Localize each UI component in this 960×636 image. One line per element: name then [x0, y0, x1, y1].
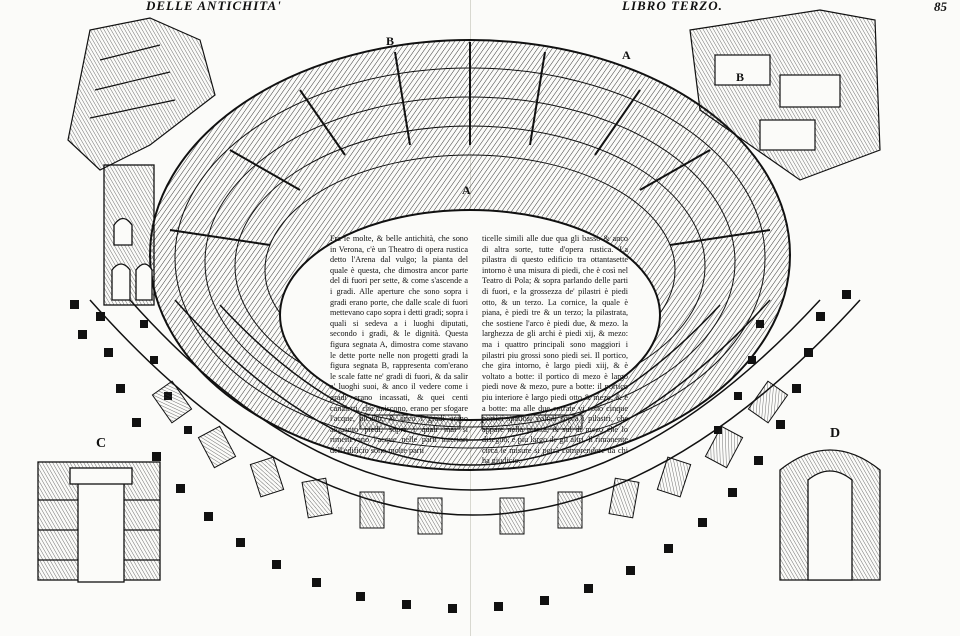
- arcade-elevation: [103, 164, 155, 306]
- arena-floor: [279, 209, 661, 421]
- label-d: D: [830, 426, 841, 441]
- ground-plan: [89, 299, 861, 516]
- pier-squares: [70, 290, 851, 613]
- page-number: 85: [934, 0, 947, 14]
- label-a-top: A: [622, 48, 631, 62]
- stair-detail-right: [689, 9, 881, 181]
- label-c: C: [96, 436, 107, 451]
- label-a-center: A: [462, 183, 471, 197]
- plan-chambers: [151, 380, 789, 535]
- body-text-left: Fra le molte, & belle antichità, che son…: [330, 234, 468, 456]
- label-b-top: B: [386, 34, 395, 48]
- stair-detail-left: [67, 17, 216, 171]
- body-paragraph-left: Fra le molte, & belle antichità, che son…: [330, 234, 468, 455]
- label-b-right: B: [736, 70, 745, 84]
- portal-c: [37, 461, 161, 583]
- body-paragraph-right: ticelle simili alle due qua gli basso & …: [482, 234, 628, 466]
- portal-d: [779, 449, 881, 581]
- running-head-left: DELLE ANTICHITA': [146, 0, 282, 13]
- running-head-right: LIBRO TERZO.: [622, 0, 723, 13]
- body-text-right: ticelle simili alle due qua gli basso & …: [482, 234, 628, 467]
